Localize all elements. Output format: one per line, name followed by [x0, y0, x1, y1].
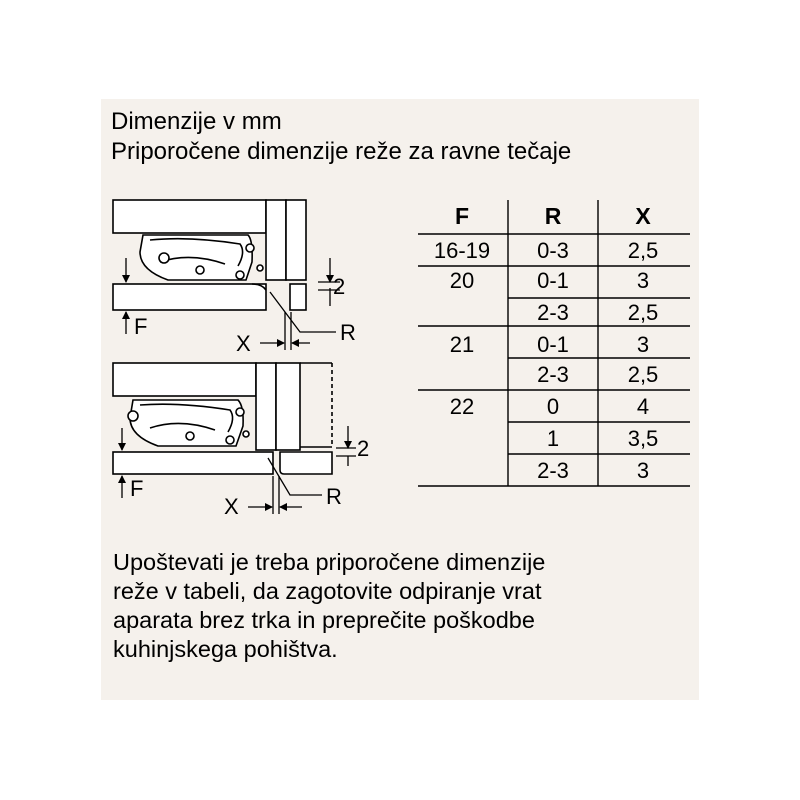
table-cell-r: 0-3	[537, 238, 569, 263]
table-cell-x: 2,5	[628, 300, 659, 325]
appliance-door-piece	[279, 451, 333, 475]
cabinet-panel	[112, 362, 257, 397]
note-line: aparata brez trka in preprečite poškodbe	[113, 607, 535, 633]
hinge-pivot	[225, 435, 235, 445]
table-cell-f: 20	[450, 268, 474, 293]
hinge-pivot	[242, 430, 250, 438]
hinge-pivot	[256, 264, 264, 272]
cabinet-panel	[112, 199, 267, 234]
table-cell-f: 22	[450, 394, 474, 419]
furniture-door-panel	[112, 283, 267, 311]
table-cell-x: 3	[637, 332, 649, 357]
door-outer-bar	[285, 199, 307, 281]
page-title: Dimenzije v mm	[111, 108, 282, 135]
table-cell-x: 3	[637, 268, 649, 293]
hinge-pivot	[235, 407, 245, 417]
dimensions-bottom	[118, 426, 356, 514]
hinge-link	[149, 422, 216, 431]
door-inner-bar	[255, 362, 277, 451]
table-header-f: F	[455, 203, 469, 229]
dimensions-top	[122, 258, 340, 350]
dimension-label-R: R	[326, 484, 342, 509]
appliance-door-piece	[289, 283, 307, 311]
table-cell-r: 2-3	[537, 300, 569, 325]
table-cell-r: 1	[547, 426, 559, 451]
table-cell-f: 21	[450, 332, 474, 357]
furniture-door-panel	[112, 451, 274, 475]
page-subtitle: Priporočene dimenzije reže za ravne teča…	[111, 138, 572, 165]
hinge-pivot	[127, 410, 139, 422]
dimension-label-R: R	[340, 320, 356, 345]
table-cell-f: 16-19	[434, 238, 490, 263]
dimension-label-F: F	[134, 314, 147, 339]
hinge-diagram-bottom	[112, 362, 333, 475]
table-cell-x: 2,5	[628, 238, 659, 263]
table-cell-r: 0-1	[537, 332, 569, 357]
dimension-label-X: X	[236, 331, 251, 356]
dimension-label-2: 2	[333, 274, 345, 299]
table-cell-r: 2-3	[537, 458, 569, 483]
door-outer-bar	[275, 362, 301, 451]
door-inner-bar	[265, 199, 287, 281]
table-cell-x: 3,5	[628, 426, 659, 451]
hinge-diagram-top	[112, 199, 307, 311]
hinge-pivot	[158, 252, 170, 264]
dimension-label-X: X	[224, 494, 239, 519]
table-cell-r: 0-1	[537, 268, 569, 293]
hinge-body	[129, 399, 244, 447]
table-cell-x: 2,5	[628, 362, 659, 387]
gap-table: F R X 16-19 0-3 2,5 20 0-1 3 2-3 2,5 21 0-1 3 2-3 2,5 22…	[418, 200, 690, 487]
note-line: kuhinjskega pohištva.	[113, 636, 338, 662]
table-cell-x: 3	[637, 458, 649, 483]
instruction-note: Upoštevati je treba priporočene dimenzij…	[113, 548, 673, 664]
hinge-arm	[139, 403, 234, 433]
table-cell-x: 4	[637, 394, 649, 419]
hinge-pivot	[245, 243, 255, 253]
hinge-pivot	[185, 431, 195, 441]
note-line: reže v tabeli, da zagotovite odpiranje v…	[113, 578, 542, 604]
table-header-r: R	[545, 203, 562, 229]
table-cell-r: 2-3	[537, 362, 569, 387]
dimension-label-2: 2	[357, 436, 369, 461]
table-header-x: X	[635, 203, 651, 229]
hinge-pivot	[195, 265, 205, 275]
dimension-label-F: F	[130, 476, 143, 501]
note-line: Upoštevati je treba priporočene dimenzij…	[113, 549, 546, 575]
table-cell-r: 0	[547, 394, 559, 419]
hinge-arm	[149, 237, 244, 267]
hinge-pivot	[235, 270, 245, 280]
